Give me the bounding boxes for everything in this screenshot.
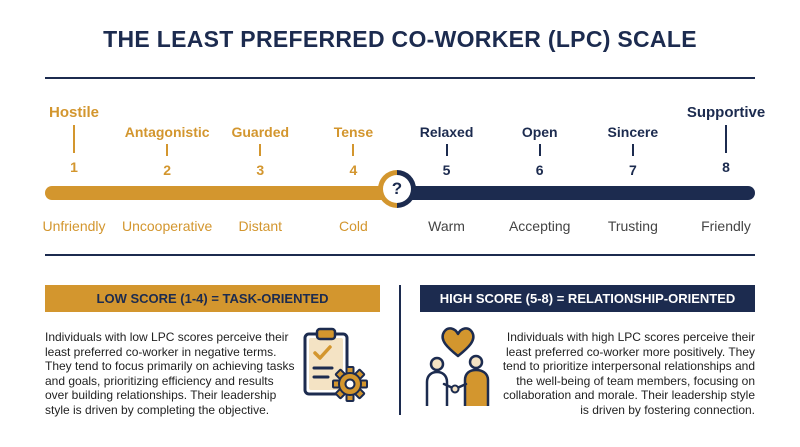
page-title: THE LEAST PREFERRED CO-WORKER (LPC) SCAL… (103, 26, 697, 52)
scale-number: 8 (722, 159, 730, 175)
high-score-banner: HIGH SCORE (5-8) = RELATIONSHIP-ORIENTED (420, 285, 755, 312)
scale-label: Tense (333, 124, 374, 140)
scale-label: Antagonistic (124, 124, 210, 140)
scale-anchor-2: Uncooperative (122, 218, 213, 234)
clipboard-gear-icon (303, 327, 368, 402)
scale-number: 7 (628, 162, 637, 178)
top-divider (45, 77, 755, 79)
scale-label: Sincere (607, 124, 659, 140)
scale-anchor-5: Warm (428, 218, 465, 234)
scale-tick (725, 125, 727, 153)
scale-tick (73, 125, 75, 153)
low-score-bar (45, 186, 401, 200)
scale-label: Guarded (231, 124, 290, 140)
scale-label: Relaxed (419, 124, 474, 140)
scale-anchor-1: Unfriendly (42, 218, 106, 234)
vertical-divider (399, 285, 401, 415)
scale-number: 6 (535, 162, 544, 178)
scale-tick (259, 144, 262, 156)
scale-tick (631, 144, 634, 156)
low-score-description: Individuals with low LPC scores perceive… (45, 330, 295, 417)
scale-anchor-8: Friendly (701, 218, 751, 234)
scale-tick (538, 144, 541, 156)
question-mark-icon: ? (378, 170, 416, 208)
scale-point-8: Supportive 8 (661, 104, 791, 175)
scale-point-7: Sincere 7 (568, 124, 698, 178)
scale-number: 4 (349, 162, 358, 178)
scale-point-6: Open 6 (475, 124, 605, 178)
scale-label: Supportive (686, 104, 766, 121)
high-score-bar (401, 186, 755, 200)
caring-people-heart-icon (425, 327, 490, 406)
middle-divider (45, 254, 755, 256)
scale-label: Open (521, 124, 558, 140)
high-score-description: Individuals with high LPC scores perceiv… (502, 330, 755, 417)
scale-tick (166, 144, 169, 156)
scale-tick (352, 144, 355, 156)
scale-point-1: Hostile 1 (9, 104, 139, 175)
scale-tick (445, 144, 448, 156)
scale-anchor-4: Cold (339, 218, 368, 234)
scale-number: 1 (70, 159, 78, 175)
scale-point-4: Tense 4 (288, 124, 418, 178)
scale-number: 2 (163, 162, 172, 178)
scale-number: 3 (256, 162, 265, 178)
scale-point-3: Guarded 3 (195, 124, 325, 178)
scale-anchor-6: Accepting (508, 218, 571, 234)
low-score-banner: LOW SCORE (1-4) = TASK-ORIENTED (45, 285, 380, 312)
scale-anchor-3: Distant (238, 218, 283, 234)
scale-number: 5 (442, 162, 451, 178)
marker-symbol: ? (383, 175, 411, 203)
scale-point-2: Antagonistic 2 (102, 124, 232, 178)
scale-point-5: Relaxed 5 (382, 124, 512, 178)
scale-anchor-7: Trusting (607, 218, 658, 234)
scale-label: Hostile (48, 104, 99, 121)
